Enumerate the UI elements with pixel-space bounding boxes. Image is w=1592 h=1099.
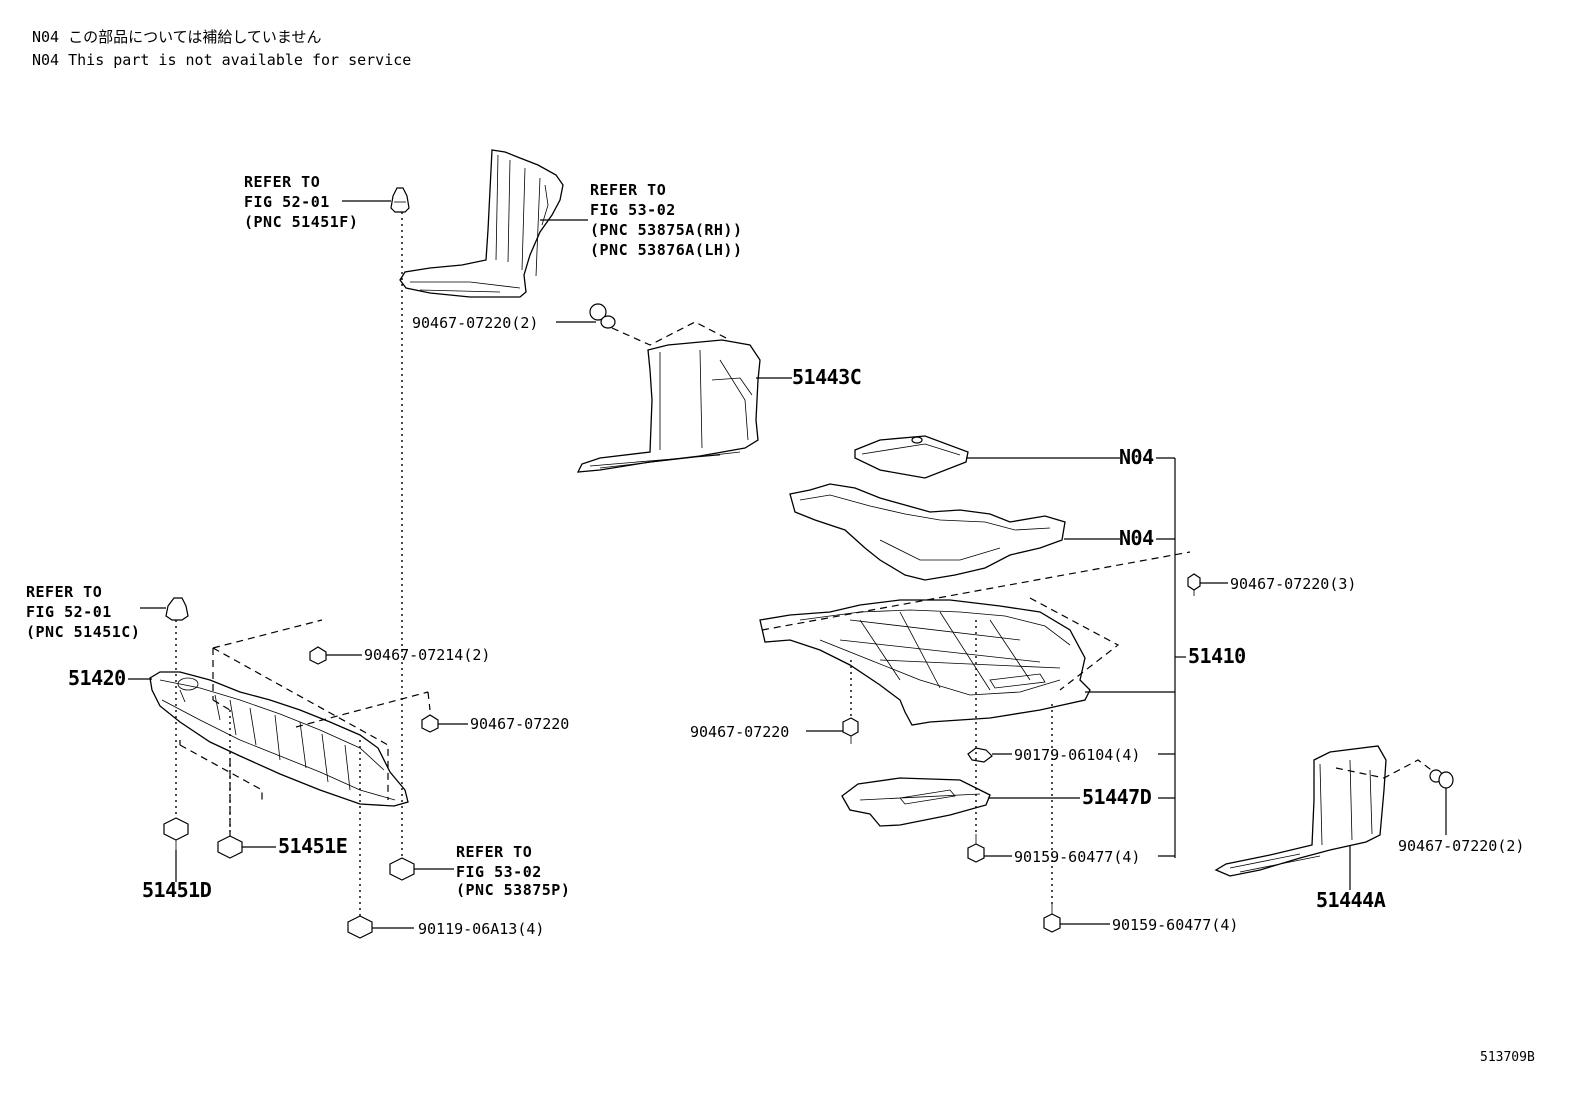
panel-51443c-shape — [576, 339, 761, 473]
ref-fig5201-top-line2: FIG 52-01 — [244, 193, 330, 211]
ref-fig5302-top-line1: REFER TO — [590, 181, 667, 199]
note-english: N04 This part is not available for servi… — [32, 51, 412, 69]
panel-51444a-shape — [1214, 745, 1387, 877]
ref-fig5201-left-line2: FIG 52-01 — [26, 603, 112, 621]
bolt-icon — [389, 857, 415, 881]
bolt-icon — [1043, 904, 1061, 933]
bolt-icon — [163, 817, 189, 850]
clip-icon — [165, 597, 189, 621]
nut-icon — [967, 747, 993, 763]
part-90119-06a13-4: 90119-06A13(4) — [418, 920, 545, 938]
part-90179-06104-4: 90179-06104(4) — [1014, 746, 1141, 764]
fastener-icon — [842, 717, 859, 744]
ref-fig5302-top-line4: (PNC 53876A(LH)) — [590, 241, 743, 259]
fastener-icon — [421, 714, 439, 733]
ref-fig5201-top-line3: (PNC 51451F) — [244, 213, 359, 231]
part-90159-60477-4-a: 90159-60477(4) — [1014, 848, 1141, 866]
cover-n04-upper-shape — [854, 435, 969, 479]
part-n04-upper: N04 — [1119, 445, 1154, 469]
bolt-icon — [217, 835, 243, 859]
cover-51447d-shape — [841, 777, 991, 827]
ref-fig5302-top-line2: FIG 53-02 — [590, 201, 676, 219]
part-n04-lower: N04 — [1119, 526, 1154, 550]
note-japanese: N04 この部品については補給していません — [32, 28, 322, 46]
ref-fig5201-left-line3: (PNC 51451C) — [26, 623, 141, 641]
main-undercover-51410-shape — [759, 599, 1091, 726]
ref-fig5201-top-line1: REFER TO — [244, 173, 321, 191]
part-90467-07220-mid: 90467-07220 — [690, 723, 790, 741]
clip-icon — [390, 187, 410, 213]
bolt-icon — [347, 915, 373, 939]
part-51451d: 51451D — [142, 878, 212, 902]
insulator-n04-lower-shape — [789, 483, 1066, 581]
part-90467-07220-left: 90467-07220 — [470, 715, 570, 733]
ref-fig5201-left-line1: REFER TO — [26, 583, 103, 601]
fastener-icon — [1429, 769, 1454, 789]
fender-liner-shape — [399, 149, 564, 298]
part-51443c: 51443C — [792, 365, 862, 389]
ref-fig5302-bottom-line3: (PNC 53875P) — [456, 881, 571, 899]
ref-fig5302-top-line3: (PNC 53875A(RH)) — [590, 221, 743, 239]
bolt-icon — [967, 834, 985, 863]
part-90467-07220-3: 90467-07220(3) — [1230, 575, 1357, 593]
figure-code: 513709B — [1480, 1050, 1535, 1065]
fastener-icon — [589, 303, 616, 329]
front-spoiler-51420-shape — [149, 671, 409, 807]
part-51451e: 51451E — [278, 834, 348, 858]
part-51444a: 51444A — [1316, 888, 1386, 912]
part-90467-07220-2-right: 90467-07220(2) — [1398, 837, 1525, 855]
part-90467-07214-2: 90467-07214(2) — [364, 646, 491, 664]
part-90159-60477-4-b: 90159-60477(4) — [1112, 916, 1239, 934]
fastener-icon — [1187, 573, 1201, 596]
ref-fig5302-bottom-line2: FIG 53-02 — [456, 863, 542, 881]
part-90467-07220-2-top: 90467-07220(2) — [412, 314, 539, 332]
part-51410: 51410 — [1188, 644, 1246, 668]
ref-fig5302-bottom-line1: REFER TO — [456, 843, 533, 861]
part-51447d: 51447D — [1082, 785, 1152, 809]
fastener-icon — [309, 646, 327, 665]
part-51420: 51420 — [68, 666, 126, 690]
